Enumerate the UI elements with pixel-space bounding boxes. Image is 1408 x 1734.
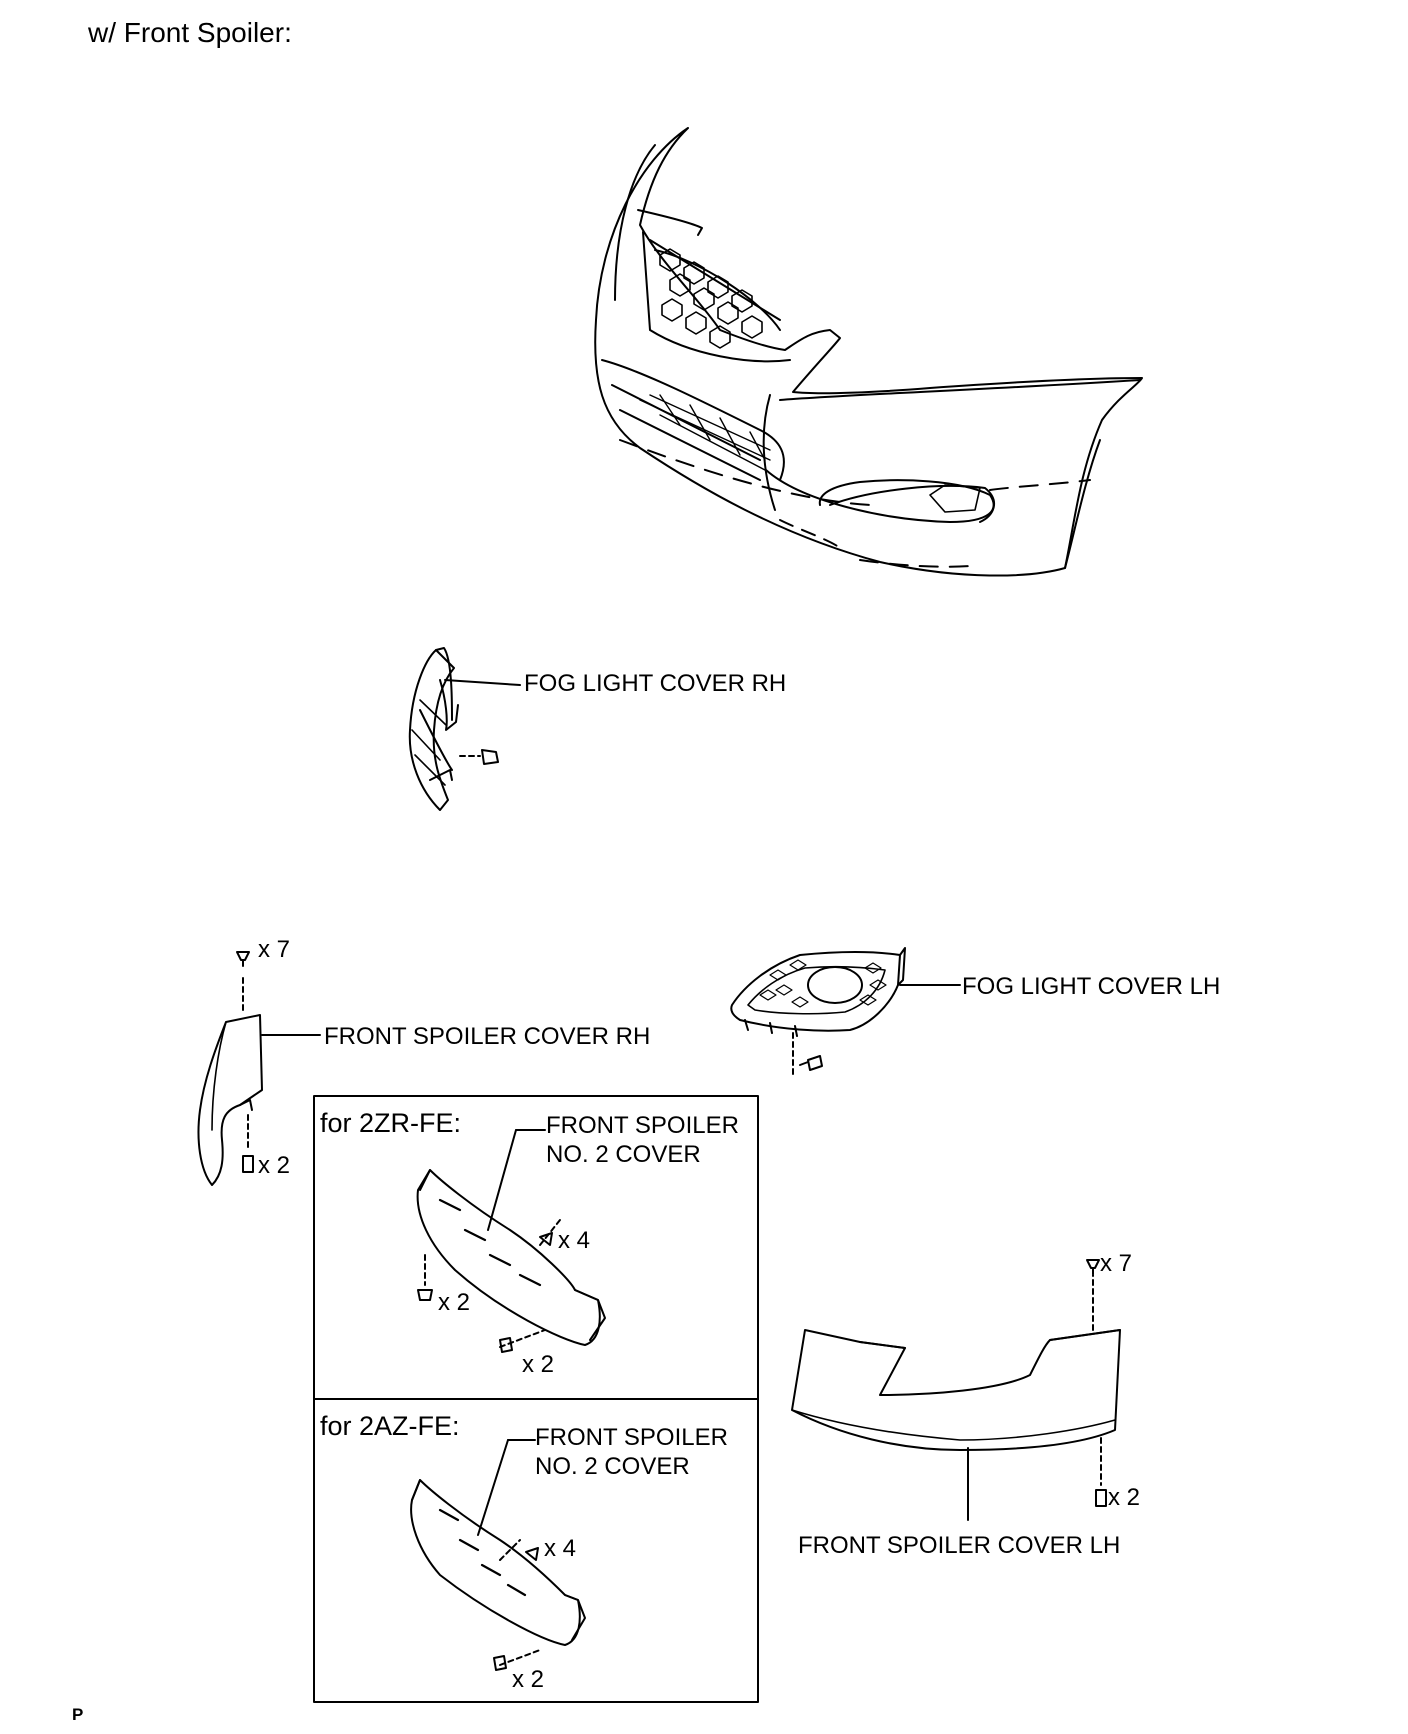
- qty-2zr-clip: x 4: [558, 1227, 591, 1254]
- footer-code: P: [72, 1705, 84, 1724]
- label-no2-cover-2az-line2: NO. 2 COVER: [535, 1453, 690, 1480]
- qty-2zr-screw: x 2: [438, 1289, 471, 1316]
- qty-2zr-bolt: x 2: [522, 1351, 555, 1378]
- label-no2-cover-2az-line1: FRONT SPOILER: [535, 1424, 728, 1451]
- label-no2-cover-2zr-line2: NO. 2 COVER: [546, 1141, 701, 1168]
- variant-title-2az-fe: for 2AZ-FE:: [320, 1411, 460, 1441]
- qty-2az-clip: x 4: [544, 1535, 577, 1562]
- label-fog-light-cover-rh: FOG LIGHT COVER RH: [524, 670, 787, 697]
- qty-2az-bolt: x 2: [512, 1666, 545, 1693]
- front-spoiler-no2-cover-2az: [410, 1439, 586, 1671]
- front-bumper: [594, 127, 1143, 577]
- label-fog-light-cover-lh: FOG LIGHT COVER LH: [962, 973, 1221, 1000]
- qty-lh-clip-top: x 7: [1100, 1250, 1133, 1277]
- fog-light-cover-lh: [730, 947, 961, 1076]
- front-spoiler-cover-rh: [197, 951, 321, 1186]
- label-front-spoiler-cover-lh: FRONT SPOILER COVER LH: [798, 1532, 1121, 1559]
- variant-title-2zr-fe: for 2ZR-FE:: [320, 1108, 462, 1138]
- qty-lh-clip-bottom: x 2: [1108, 1484, 1141, 1511]
- label-no2-cover-2zr-line1: FRONT SPOILER: [546, 1112, 739, 1139]
- qty-rh-clip-bottom: x 2: [258, 1152, 291, 1179]
- qty-rh-clip-top: x 7: [258, 936, 291, 963]
- fog-light-cover-rh: [408, 647, 521, 811]
- front-spoiler-no2-cover-2zr: [416, 1129, 606, 1353]
- variant-box-2az-fe: [313, 1398, 759, 1703]
- front-spoiler-cover-lh: [791, 1259, 1121, 1521]
- label-front-spoiler-cover-rh: FRONT SPOILER COVER RH: [324, 1023, 651, 1050]
- page-heading: w/ Front Spoiler:: [88, 17, 292, 48]
